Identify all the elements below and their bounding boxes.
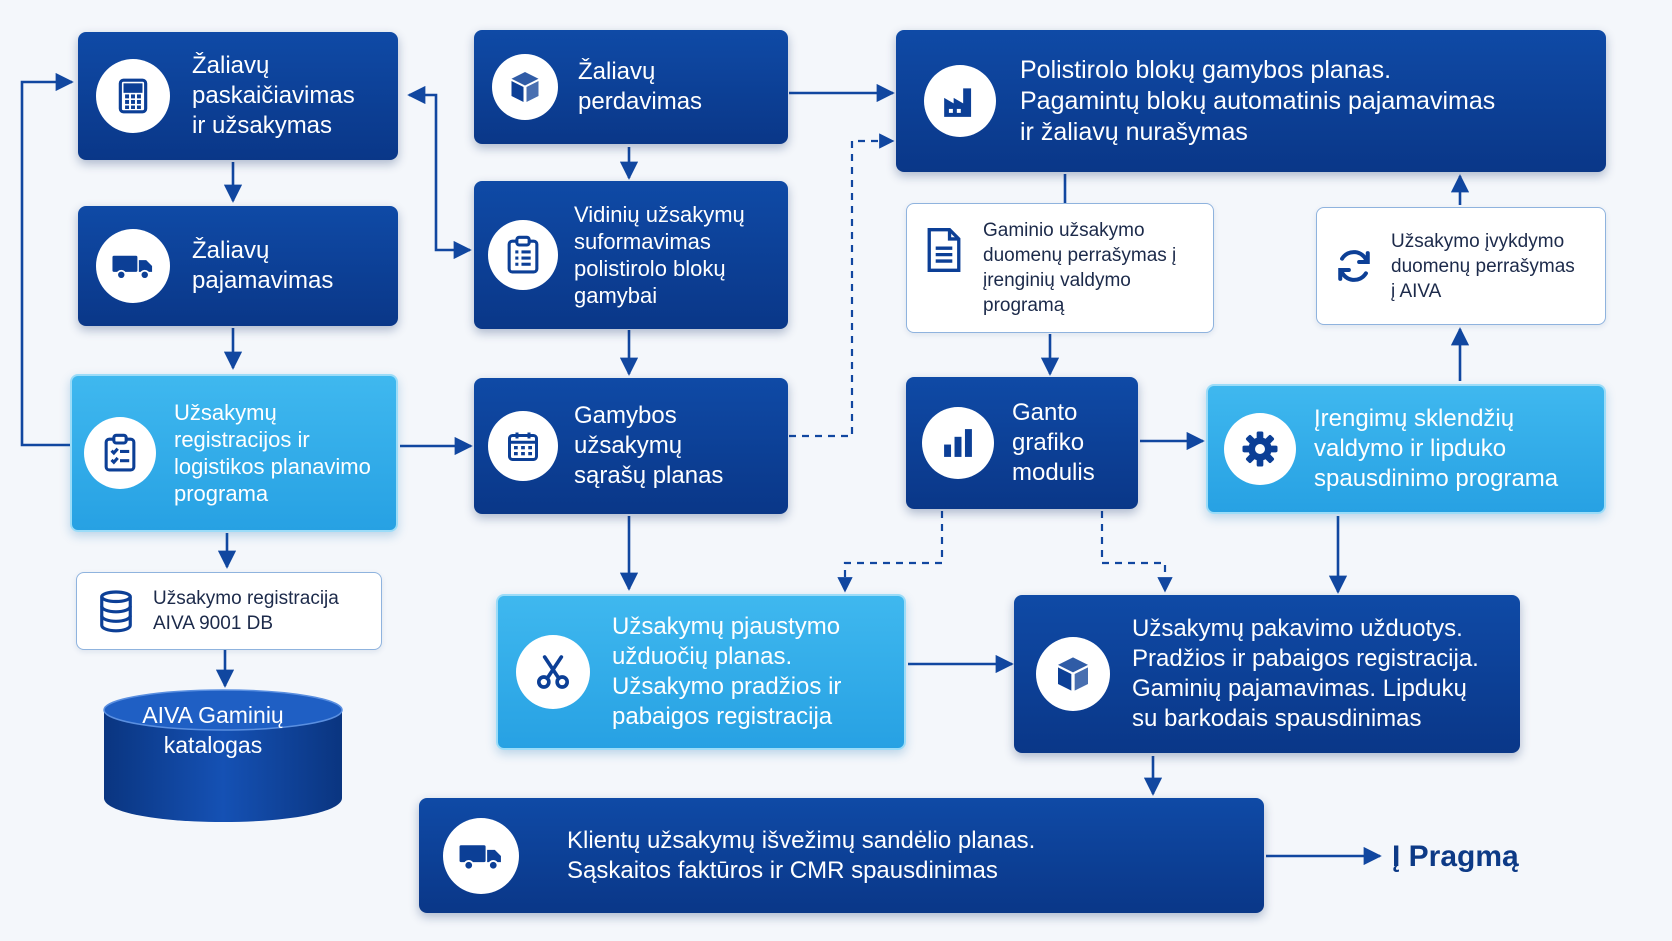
truck-icon	[443, 817, 519, 894]
exit-label-pragma: Į Pragmą	[1392, 840, 1519, 873]
node-ganto-grafiko[interactable]: Ganto grafiko modulis	[906, 377, 1138, 509]
dashed-ganto-to-pjaustymo	[837, 511, 944, 593]
node-aiva-gaminiu-katalogas[interactable]: AIVA Gaminių katalogas	[142, 702, 284, 758]
node-zaliavu-paskaiciavimas[interactable]: Žaliavų paskaičiavimas ir užsakymas	[78, 32, 398, 160]
clipboard-list-icon	[488, 220, 558, 290]
cylinder-database-shape	[103, 689, 343, 822]
document-icon	[923, 222, 965, 278]
calendar-icon	[488, 411, 558, 481]
node-gaminio-uzsakymo-duomenu[interactable]: Gaminio užsakymo duomenų perrašymas į įr…	[906, 203, 1214, 333]
node-irengimu-sklendziu[interactable]: Įrengimų sklendžių valdymo ir lipduko sp…	[1206, 384, 1606, 514]
node-label: Užsakymo registracija AIVA 9001 DB	[153, 588, 339, 634]
dashed-ganto-to-pakavimo	[1100, 511, 1173, 593]
database-icon	[95, 587, 137, 635]
node-zaliavu-pajamavimas[interactable]: Žaliavų pajamavimas	[78, 206, 398, 326]
package-icon	[1036, 637, 1110, 711]
node-label: Žaliavų paskaičiavimas ir užsakymas	[192, 52, 355, 139]
node-pakavimo-uzduotys[interactable]: Užsakymų pakavimo užduotys. Pradžios ir …	[1014, 595, 1520, 753]
node-label: Įrengimų sklendžių valdymo ir lipduko sp…	[1314, 405, 1559, 492]
truck-icon	[96, 229, 170, 303]
node-gamybos-planas[interactable]: Gamybos užsakymų sąrašų planas	[474, 378, 788, 514]
node-label: Užsakymo įvykdymo duomenų perrašymas į A…	[1391, 230, 1575, 302]
node-pjaustymo-uzduociu[interactable]: Užsakymų pjaustymo užduočių planas. Užsa…	[496, 594, 906, 750]
dashed-gamybos-to-polistirolo	[789, 133, 895, 438]
package-icon	[492, 54, 558, 120]
node-label: Klientų užsakymų išvežimų sandėlio plana…	[567, 826, 1036, 884]
calculator-icon	[96, 59, 170, 133]
node-label: Gaminio užsakymo duomenų perrašymas į įr…	[983, 220, 1177, 316]
sync-icon	[1331, 243, 1377, 289]
arrow-loop-to-calc	[20, 72, 74, 447]
node-uzsakymo-registracija-db[interactable]: Užsakymo registracija AIVA 9001 DB	[76, 572, 382, 650]
node-label: Užsakymų pakavimo užduotys. Pradžios ir …	[1132, 615, 1479, 732]
node-label: Žaliavų pajamavimas	[192, 237, 334, 294]
scissors-icon	[516, 635, 590, 709]
node-polistirolo-bloku[interactable]: Polistirolo blokų gamybos planas. Pagami…	[896, 30, 1606, 172]
factory-icon	[924, 65, 996, 137]
node-label: Žaliavų perdavimas	[578, 58, 703, 115]
node-uzsakymu-registracijos[interactable]: Užsakymų registracijos ir logistikos pla…	[70, 374, 398, 532]
bar-chart-icon	[922, 407, 994, 479]
node-label: Užsakymų pjaustymo užduočių planas. Užsa…	[612, 613, 842, 730]
node-label: Ganto grafiko modulis	[1012, 399, 1095, 486]
node-label: Vidinių užsakymų suformavimas polistirol…	[574, 202, 745, 308]
node-label: Polistirolo blokų gamybos planas. Pagami…	[1020, 55, 1496, 146]
clipboard-check-icon	[84, 417, 156, 489]
node-label: Gamybos užsakymų sąrašų planas	[574, 402, 724, 489]
node-label: Užsakymų registracijos ir logistikos pla…	[174, 400, 371, 506]
node-zaliavu-perdavimas[interactable]: Žaliavų perdavimas	[474, 30, 788, 144]
node-uzsakymo-ivykdymo[interactable]: Užsakymo įvykdymo duomenų perrašymas į A…	[1316, 207, 1606, 325]
arrow-calc-vidiniu-bidirectional	[407, 85, 472, 260]
node-vidiniu-uzsakymu[interactable]: Vidinių užsakymų suformavimas polistirol…	[474, 181, 788, 329]
node-klientu-isvezimu[interactable]: Klientų užsakymų išvežimų sandėlio plana…	[419, 798, 1264, 913]
gear-icon	[1224, 413, 1296, 485]
